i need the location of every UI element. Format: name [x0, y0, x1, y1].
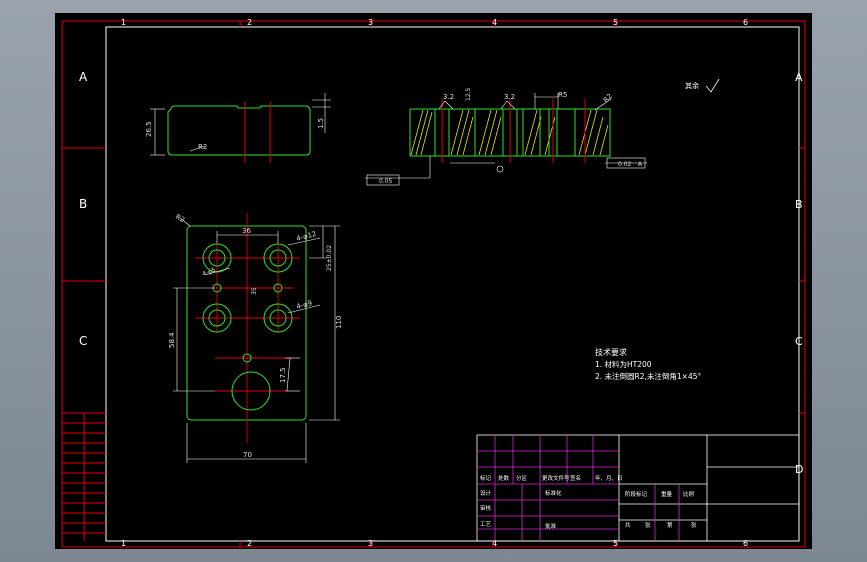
cad-drawing-canvas: 1 2 3 4 5 6 1 2 3 4 5 6 A B C A B C D 26…: [61, 18, 806, 548]
dim-17-5: 17.5: [279, 367, 287, 383]
technical-notes: 技术要求 1. 材料为HT200 2. 未注倒圆R2,未注倒角1×45°: [595, 347, 702, 381]
row-label-right-b: B: [795, 198, 803, 211]
row-label-b: B: [79, 197, 87, 211]
roughness-general-note: 其余: [685, 81, 699, 90]
row-label-c: C: [79, 334, 87, 348]
dim-35: 35: [251, 287, 258, 295]
col-label-bottom-4: 4: [492, 539, 497, 548]
row-label-a: A: [79, 70, 88, 84]
tb-sheet-no: 第: [667, 521, 673, 529]
dim-section-r2: R2: [602, 92, 614, 104]
inner-frame: [105, 26, 800, 542]
dim-r5: R5: [558, 91, 567, 99]
tb-signature: 签名: [570, 474, 581, 482]
tb-sheet-label-2: 张: [691, 521, 697, 529]
row-label-right-a: A: [795, 71, 803, 84]
roughness-3-2-left: 3.2: [443, 93, 454, 101]
tb-design: 设计: [480, 489, 492, 497]
col-label-bottom-6: 6: [743, 539, 748, 548]
tb-mark: 标记: [480, 474, 492, 482]
dim-4-phi-5: 4-φ5: [201, 267, 216, 278]
tb-stage: 阶段标记: [625, 490, 648, 498]
col-label-bottom-2: 2: [247, 539, 252, 548]
tb-approve: 批准: [545, 522, 557, 530]
tb-count: 处数: [498, 474, 510, 482]
plan-radius-r2: R2: [174, 213, 186, 225]
tb-change-doc: 更改文件号: [542, 474, 570, 482]
col-label-4: 4: [492, 18, 497, 27]
tb-scale: 比例: [683, 490, 695, 498]
drawing-viewport[interactable]: 1 2 3 4 5 6 1 2 3 4 5 6 A B C A B C D 26…: [55, 13, 812, 549]
parallelism-0-02: 0.02: [618, 161, 632, 168]
dim-110: 110: [335, 316, 343, 329]
tb-date: 年、月、日: [595, 474, 623, 482]
dim-step-1-5: 1.5: [317, 118, 325, 129]
tb-zone: 分区: [516, 474, 528, 482]
dim-25-tol: 25±0.02: [326, 245, 333, 271]
tb-sheet-label: 张: [645, 521, 651, 529]
tb-process: 工艺: [480, 521, 492, 528]
row-label-right-c: C: [795, 335, 803, 348]
col-label-bottom-3: 3: [368, 539, 373, 548]
roughness-3-2-right: 3.2: [504, 93, 515, 101]
plan-view[interactable]: R2 36 4-φ12 4-φ5 35 4-φ9 58.4 110 17.5 7…: [168, 213, 343, 463]
datum-a: A: [638, 161, 643, 168]
col-label-bottom-1: 1: [121, 539, 126, 548]
roughness-check-icon: [705, 78, 720, 93]
tb-sheet-total: 共: [625, 521, 631, 529]
notes-line-2: 2. 未注倒圆R2,未注倒角1×45°: [595, 371, 702, 381]
col-label-6: 6: [743, 18, 748, 27]
outer-frame: [61, 20, 806, 548]
dim-36: 36: [242, 227, 251, 235]
title-block[interactable]: 标记 处数 分区 更改文件号 签名 年、月、日 设计 标准化 审核 工艺 批准 …: [476, 434, 800, 542]
zone-ticks: [62, 21, 805, 547]
dim-70: 70: [243, 451, 252, 459]
col-label-5: 5: [613, 18, 618, 27]
side-view[interactable]: 26.5 R2 1.5: [145, 93, 331, 163]
dim-12-5: 12.5: [465, 87, 472, 101]
section-view[interactable]: 3.2 3.2 12.5 R5 R2 0.05 0.02 A: [365, 87, 647, 186]
col-label-1: 1: [121, 18, 126, 27]
dim-58-4: 58.4: [168, 332, 176, 348]
dim-height-26-5: 26.5: [145, 121, 153, 137]
col-label-bottom-5: 5: [613, 539, 618, 548]
tb-review: 审核: [480, 504, 492, 512]
notes-title: 技术要求: [595, 347, 627, 357]
flatness-0-05: 0.05: [379, 178, 393, 185]
binding-strip: [62, 413, 106, 541]
dim-4-phi-9: 4-φ9: [295, 299, 313, 311]
notes-line-1: 1. 材料为HT200: [595, 359, 652, 369]
dim-radius-r2: R2: [198, 143, 207, 151]
col-label-2: 2: [247, 18, 252, 27]
tb-standard: 标准化: [545, 489, 562, 497]
tb-weight: 重量: [661, 490, 673, 498]
col-label-3: 3: [368, 18, 373, 27]
